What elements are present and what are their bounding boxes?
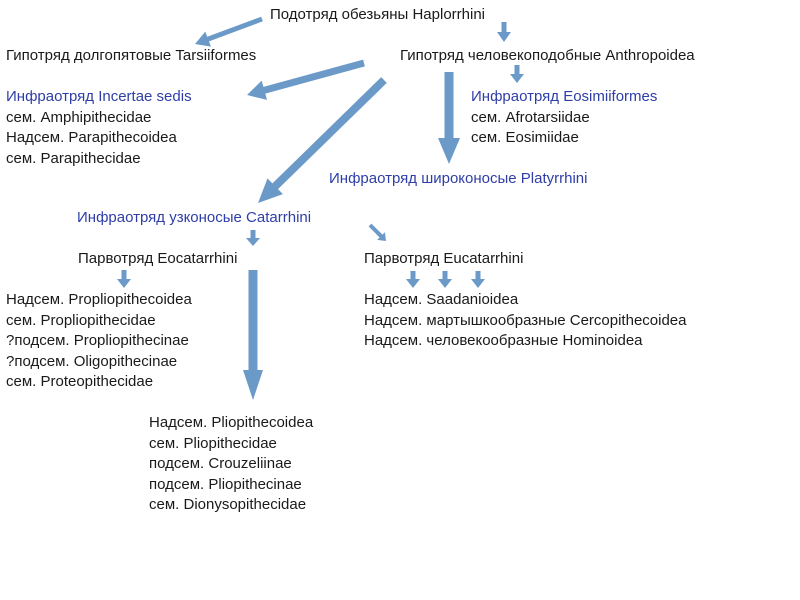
arrow-eucatarrhini-to-cercopithecoidea (438, 271, 452, 288)
node-anthropoidea: Гипотряд человекоподобные Anthropoidea (400, 46, 695, 67)
node-haplorrhini: Подотряд обезьяны Haplorrhini (270, 5, 485, 26)
list-item: сем. Propliopithecidae (6, 311, 156, 329)
arrow-catarrhini-to-eocatarrhini (246, 230, 260, 246)
node-tarsiiformes: Гипотряд долгопятовые Tarsiiformes (6, 46, 256, 67)
list-item: Надсем. Propliopithecoidea (6, 291, 192, 308)
list-item: Надсем. Saadanioidea (364, 291, 519, 308)
node-platyrrhini: Инфраотряд широконосые Platyrrhini (329, 169, 587, 190)
node-eocatarrhini: Парвотряд Eocatarrhini (78, 249, 237, 270)
node-eucatarrhini-groups: Надсем. Saadanioidea Надсем. мартышкообр… (364, 290, 687, 352)
list-item: сем. Proteopithecidae (6, 373, 154, 390)
node-eocatarrhini-label: Парвотряд Eocatarrhini (78, 250, 238, 267)
list-item: сем. Afrotarsiidae (471, 108, 590, 126)
list-item: подсем. Crouzeliinae (149, 455, 292, 472)
arrow-catarrhini-to-eucatarrhini (368, 223, 386, 241)
node-incertae-sedis: Инфраотряд Incertae sedis сем. Amphipith… (6, 87, 192, 169)
node-incertae-sedis-title: Инфраотряд Incertae sedis (6, 88, 192, 105)
node-tarsiiformes-label: Гипотряд долгопятовые Tarsiiformes (6, 47, 257, 64)
arrow-eocatarrhini-to-pliopithecoidea (243, 270, 263, 400)
node-eosimiiformes: Инфраотряд Eosimiiformes сем. Afrotarsii… (471, 87, 657, 149)
list-item: сем. Eosimiidae (471, 129, 579, 146)
node-catarrhini: Инфраотряд узконосые Catarrhini (77, 208, 311, 229)
node-eucatarrhini-label: Парвотряд Eucatarrhini (364, 250, 524, 267)
arrow-eucatarrhini-to-saadanioidea (406, 271, 420, 288)
list-item: ?подсем. Propliopithecinae (6, 332, 189, 349)
list-item: Надсем. человекообразные Hominoidea (364, 332, 643, 349)
node-eosimiiformes-title: Инфраотряд Eosimiiformes (471, 88, 658, 105)
arrow-anthropoidea-to-eosimiiformes (510, 65, 524, 83)
node-propliopithecoidea: Надсем. Propliopithecoidea сем. Propliop… (6, 290, 192, 393)
arrow-eocatarrhini-to-propliopithecoidea (117, 270, 131, 288)
list-item: сем. Amphipithecidae (6, 108, 152, 126)
list-item: сем. Parapithecidae (6, 149, 141, 167)
list-item: Надсем. Pliopithecoidea (149, 414, 314, 431)
node-haplorrhini-label: Подотряд обезьяны Haplorrhini (270, 6, 486, 23)
node-platyrrhini-label: Инфраотряд широконосые Platyrrhini (329, 170, 588, 187)
node-anthropoidea-label: Гипотряд человекоподобные Anthropoidea (400, 47, 695, 64)
arrow-haplorrhini-to-anthropoidea (497, 22, 511, 42)
node-eucatarrhini: Парвотряд Eucatarrhini (364, 249, 523, 270)
arrow-haplorrhini-to-tarsiiformes (195, 16, 263, 47)
arrow-anthropoidea-to-catarrhini (258, 77, 387, 203)
list-item: подсем. Pliopithecinae (149, 475, 302, 493)
arrow-anthropoidea-to-platyrrhini (438, 72, 460, 164)
node-catarrhini-label: Инфраотряд узконосые Catarrhini (77, 209, 312, 226)
arrow-anthropoidea-to-incertae-sedis (247, 59, 365, 100)
list-item: сем. Pliopithecidae (149, 434, 277, 452)
arrow-eucatarrhini-to-hominoidea (471, 271, 485, 288)
list-item: сем. Dionysopithecidae (149, 496, 307, 513)
list-item: Надсем. Parapithecoidea (6, 129, 177, 146)
node-pliopithecoidea: Надсем. Pliopithecoidea сем. Pliopitheci… (149, 413, 313, 516)
list-item: ?подсем. Oligopithecinae (6, 352, 178, 370)
list-item: Надсем. мартышкообразные Cercopithecoide… (364, 311, 687, 329)
